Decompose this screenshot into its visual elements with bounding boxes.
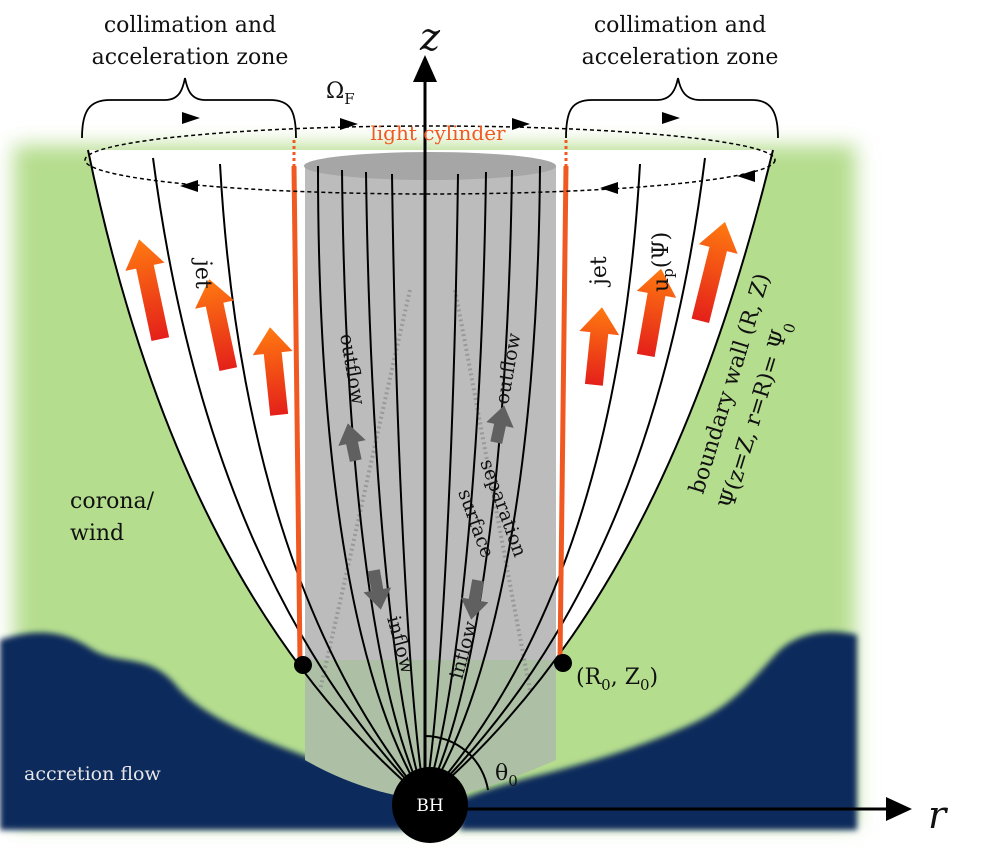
footpoint-right xyxy=(554,654,572,672)
footpoint-left xyxy=(294,656,312,674)
zone-right-label-1: collimation and xyxy=(594,13,766,38)
corona-label-1: corona/ xyxy=(70,489,155,514)
light-cylinder-left xyxy=(291,165,303,661)
rotation-arrows xyxy=(180,112,755,194)
r-axis-arrowhead xyxy=(886,797,912,821)
light-cylinder-label: light cylinder xyxy=(370,121,506,145)
z-axis-arrowhead xyxy=(413,55,437,82)
inflow-arrow-left xyxy=(363,569,392,610)
zone-left-label-1: collimation and xyxy=(104,13,276,38)
r0-z0-label: (R0, Z0) xyxy=(576,665,658,694)
inflow-arrow-right xyxy=(460,579,489,620)
outflow-arrow-right xyxy=(486,405,514,444)
theta-arc xyxy=(424,735,489,791)
axis-r-label: r xyxy=(928,793,949,837)
accretion-flow-label: accretion flow xyxy=(24,763,161,785)
zone-right-label-2: acceleration zone xyxy=(582,45,779,70)
omega-f-label: ΩF xyxy=(326,79,355,108)
zone-brace-right xyxy=(565,77,779,139)
magnetosphere-column-lower xyxy=(305,660,556,800)
flow-arrows xyxy=(338,405,514,620)
magnetosphere-column xyxy=(305,166,556,800)
theta-label: θ0 xyxy=(495,761,518,790)
zone-brace-left xyxy=(81,77,297,139)
light-cylinder-right xyxy=(557,165,569,661)
corona-label-2: wind xyxy=(70,521,124,546)
jet-right-label: jet xyxy=(587,256,612,288)
black-hole xyxy=(392,767,468,843)
accretion-flow-left xyxy=(0,632,405,830)
zone-left-label-2: acceleration zone xyxy=(92,45,289,70)
bh-label: BH xyxy=(416,796,443,816)
up-psi-label: up(Ψ) xyxy=(649,232,677,292)
rotation-ellipse xyxy=(84,125,776,195)
separation-surface-left xyxy=(318,289,412,691)
jet-arrows xyxy=(125,221,738,416)
axis-z-label: z xyxy=(419,15,441,59)
accretion-flow-right xyxy=(460,631,857,830)
jet-left-label: jet xyxy=(190,257,215,289)
outflow-arrow-left xyxy=(338,423,366,462)
